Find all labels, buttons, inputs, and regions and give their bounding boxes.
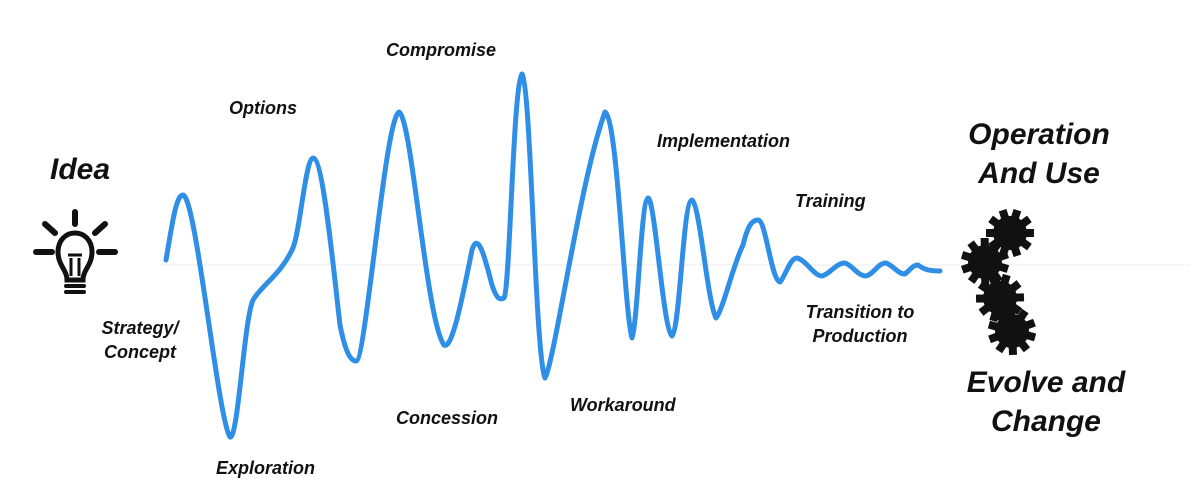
gear-cog xyxy=(986,208,1034,258)
label-strategy-line2: Concept xyxy=(104,341,176,362)
gear-tooth xyxy=(987,320,998,331)
gear-body xyxy=(993,216,1027,250)
bulb-filament xyxy=(68,253,82,276)
label-transition-line1: Transition to xyxy=(805,302,915,322)
label-idea: Idea xyxy=(50,153,111,186)
label-operation-line1: Operation xyxy=(968,118,1110,151)
project-wave-curve xyxy=(163,71,943,440)
label-operation-line2: And Use xyxy=(978,156,1100,190)
bulb-ray-upper-left xyxy=(42,221,58,236)
label-compromise: Compromise xyxy=(386,40,497,60)
label-evolve-line1: Evolve and xyxy=(966,366,1126,399)
label-workaround: Workaround xyxy=(570,395,676,415)
label-exploration: Exploration xyxy=(216,458,316,478)
label-evolve-line2: Change xyxy=(990,404,1101,438)
label-evolve-and-change: Evolve and Change xyxy=(950,366,1142,439)
gear-tooth xyxy=(1006,306,1016,316)
gear-cog xyxy=(987,306,1037,356)
gear-tooth xyxy=(1026,229,1034,237)
lightbulb-icon xyxy=(33,209,118,294)
gear-tooth xyxy=(986,229,994,237)
label-strategy-line1: Strategy/ xyxy=(101,318,179,338)
label-transition-line2: Production xyxy=(812,325,908,346)
gear-cog xyxy=(975,273,1025,323)
gear-tooth xyxy=(1015,293,1025,302)
label-concession: Concession xyxy=(396,408,499,428)
gear-tooth xyxy=(1000,273,1011,284)
bulb-glass xyxy=(55,230,95,283)
gears-icon xyxy=(960,208,1037,356)
label-implementation: Implementation xyxy=(657,131,791,151)
label-operation-and-use: Operation And Use xyxy=(950,118,1128,191)
label-transition-to-production: Transition to Production xyxy=(795,302,925,346)
bulb-ray-upper-right xyxy=(92,221,108,236)
gear-tooth xyxy=(975,294,985,303)
label-strategy-concept: Strategy/ Concept xyxy=(90,318,190,362)
gear-tooth xyxy=(1008,346,1018,356)
gear-tooth xyxy=(980,237,989,247)
gear-body xyxy=(995,314,1029,348)
label-options: Options xyxy=(229,98,297,118)
gear-body xyxy=(983,281,1017,315)
label-training: Training xyxy=(795,191,866,211)
gear-body xyxy=(968,245,1002,279)
gear-tooth xyxy=(1026,331,1037,342)
